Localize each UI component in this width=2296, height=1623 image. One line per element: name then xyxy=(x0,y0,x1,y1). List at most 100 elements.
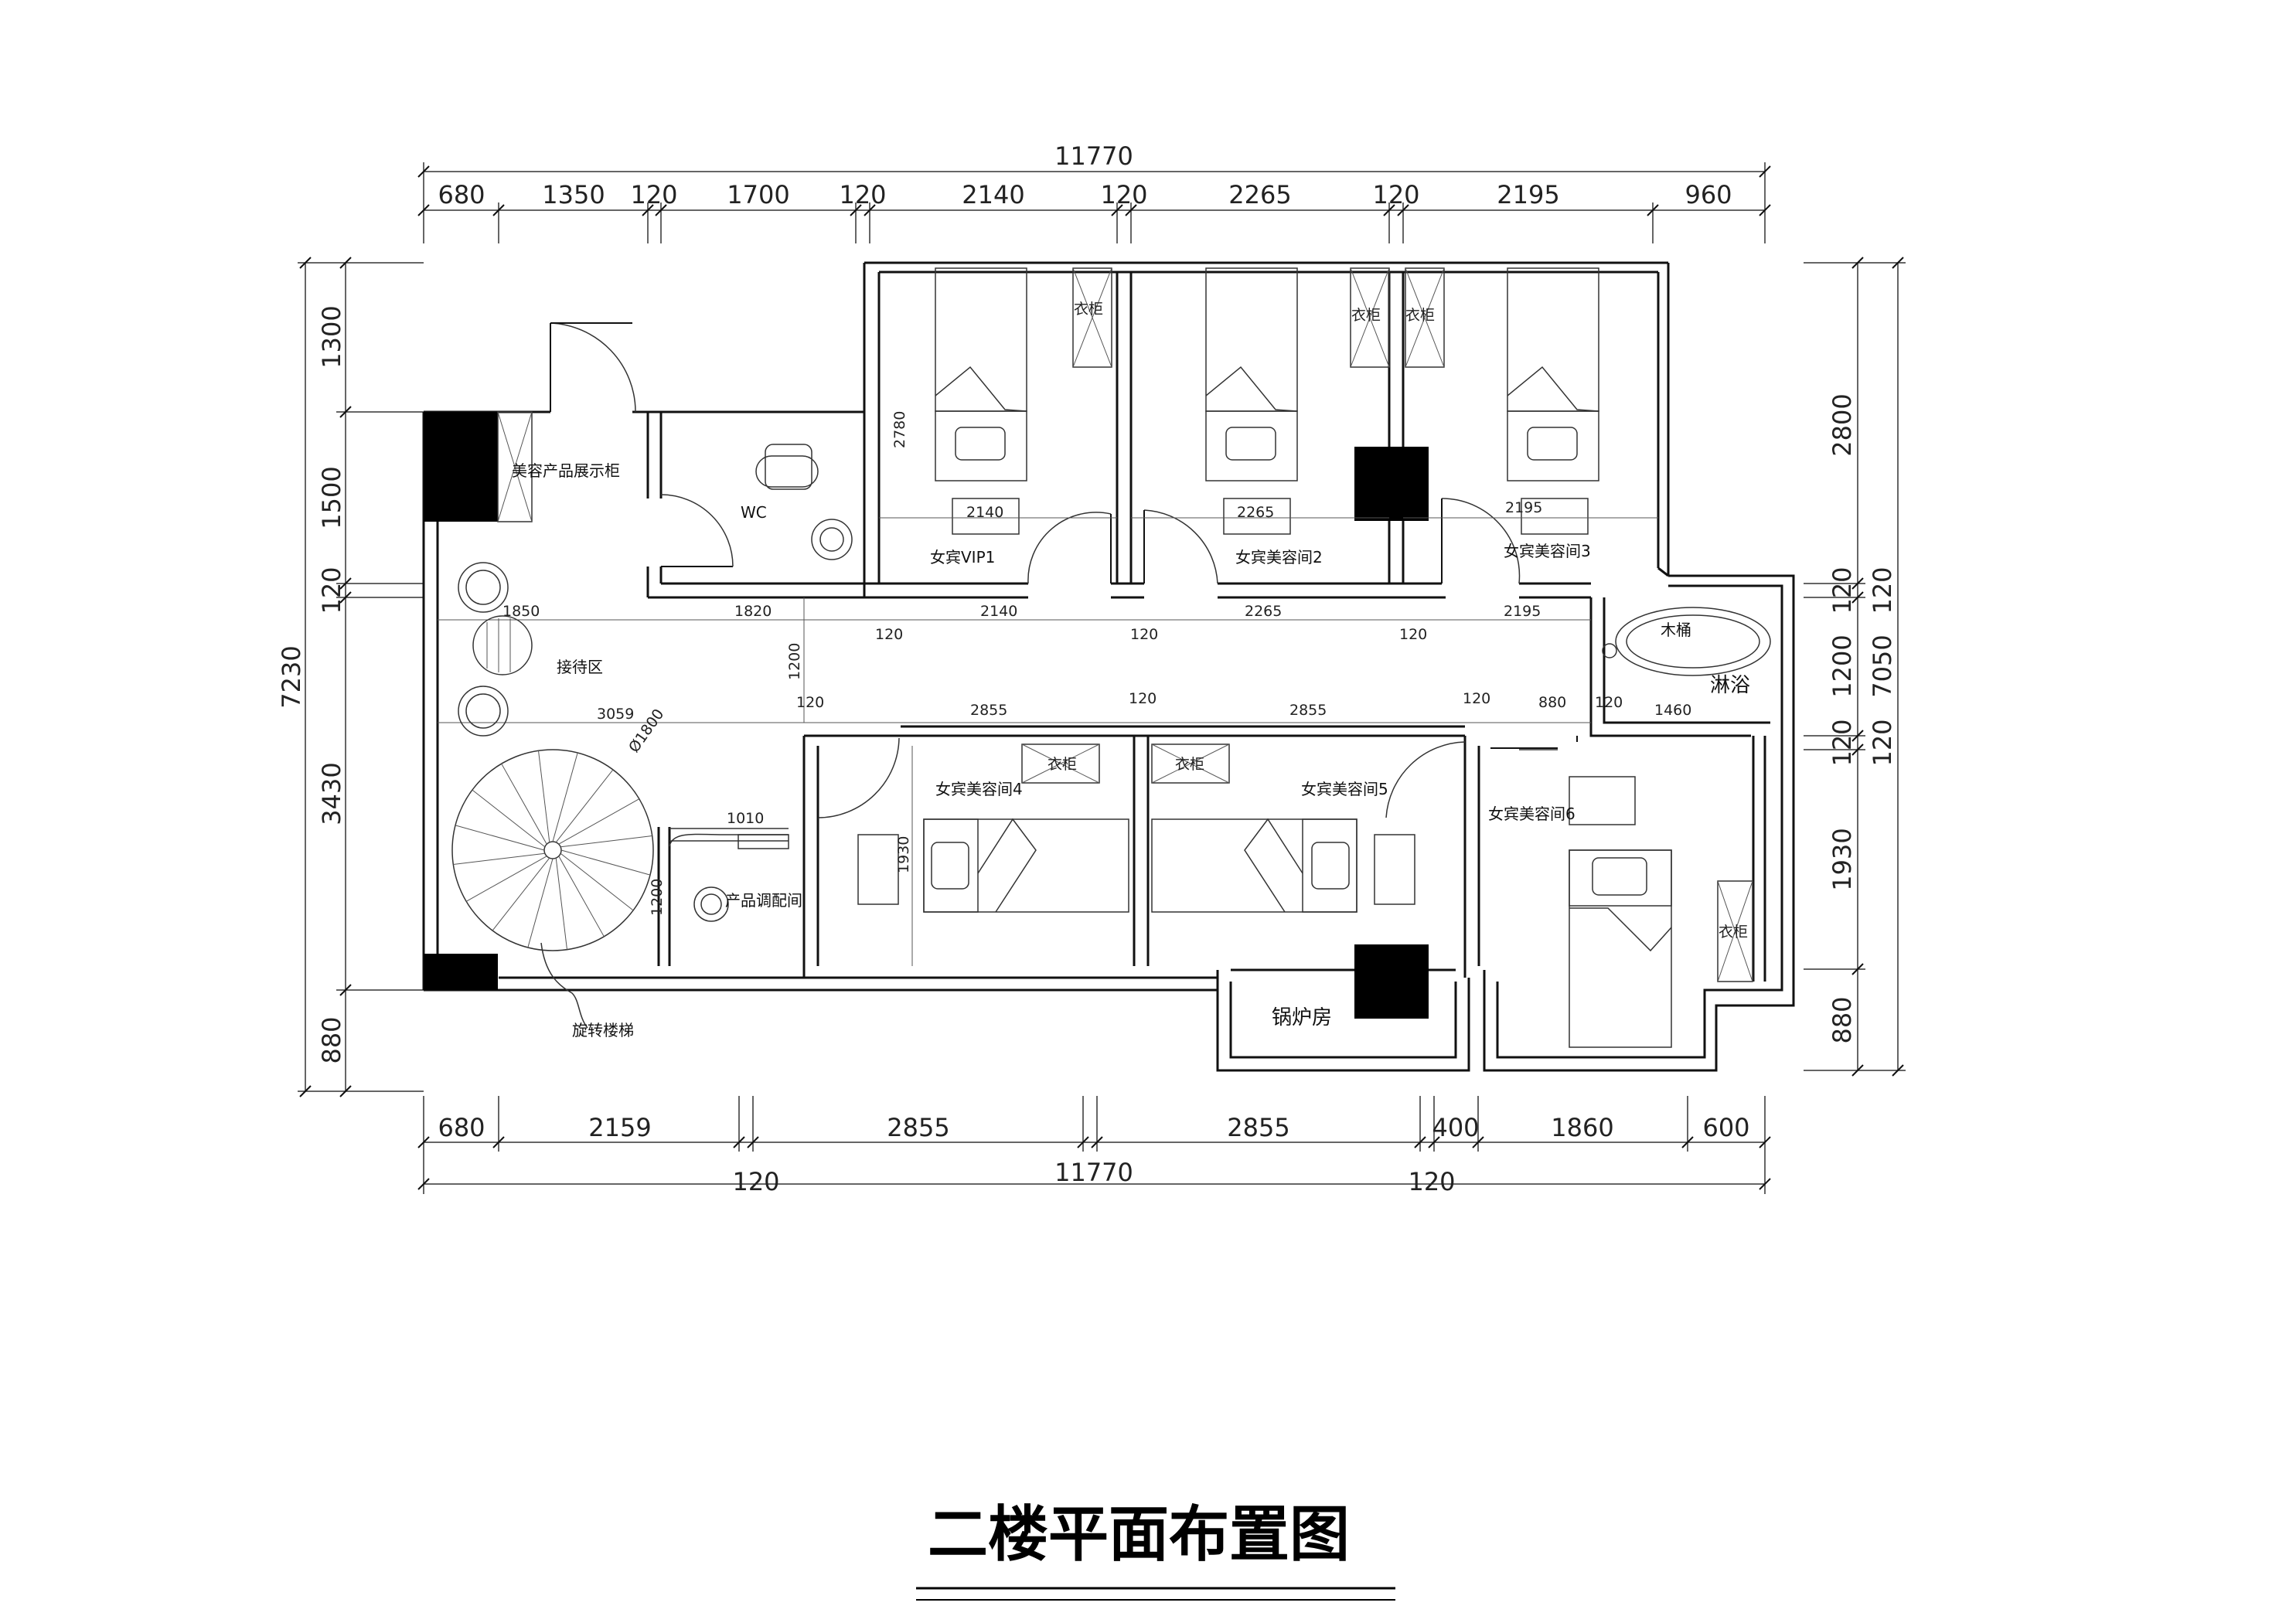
bottom-dim-5: 400 xyxy=(1432,1113,1479,1142)
label-reception: 接待区 xyxy=(557,658,603,676)
dim-r4-1930: 1930 xyxy=(895,836,912,873)
left-dimensions: 7230 1300 1500 120 3430 880 xyxy=(277,257,424,1097)
bottom-dimensions: 680 2159 2855 2855 400 1860 600 11770 12… xyxy=(417,1096,1771,1196)
stair-tread xyxy=(472,789,546,848)
right-dim-3: 1200 xyxy=(1828,635,1857,697)
label-room2: 女宾美容间2 xyxy=(1235,548,1323,567)
stair-tread xyxy=(453,852,545,865)
stair-tread xyxy=(560,852,634,911)
dim-w120-a: 120 xyxy=(875,626,903,643)
label-wardrobe-2: 衣柜 xyxy=(1351,307,1381,324)
stair-tread xyxy=(558,798,640,845)
dim-corr-2265: 2265 xyxy=(1245,603,1282,620)
walls xyxy=(422,261,1795,1072)
dim-bath-1460: 1460 xyxy=(1654,702,1691,719)
bottom-dim-3: 2855 xyxy=(887,1113,949,1142)
label-boiler-room: 锅炉房 xyxy=(1272,1006,1332,1029)
bottom-dim-1: 680 xyxy=(438,1113,485,1142)
bath-area: 木桶 淋浴 1460 880 120 xyxy=(1538,607,1771,719)
dim-mix-1200: 1200 xyxy=(649,879,666,916)
left-dim-1: 1300 xyxy=(317,305,346,368)
label-mixing-room: 产品调配间 xyxy=(725,891,802,910)
label-room6: 女宾美容间6 xyxy=(1488,805,1576,823)
room-2: 衣柜 2265 女宾美容间2 xyxy=(1131,267,1390,567)
bottom-wall-right: 120 xyxy=(1408,1167,1455,1196)
label-spiral-stair: 旋转楼梯 xyxy=(572,1021,634,1039)
column-display xyxy=(424,412,498,522)
stair-tread xyxy=(492,857,550,931)
top-dim-11: 960 xyxy=(1685,180,1732,209)
dim-corr-2140: 2140 xyxy=(980,603,1017,620)
top-dim-8: 2265 xyxy=(1228,180,1291,209)
right-dim-7: 120 xyxy=(1868,567,1897,614)
room-vip1: 衣柜 2140 女宾VIP1 2780 xyxy=(879,267,1117,567)
bottom-wall-left: 120 xyxy=(732,1167,779,1196)
dim-r3-bed: 2195 xyxy=(1505,499,1542,516)
bottom-dim-2: 2159 xyxy=(588,1113,651,1142)
right-dim-4: 120 xyxy=(1828,719,1857,766)
column-middle xyxy=(1354,447,1429,521)
column-boiler xyxy=(1354,944,1429,1019)
label-wardrobe-6: 衣柜 xyxy=(1719,924,1748,941)
right-dim-8: 120 xyxy=(1868,719,1897,766)
room-5: 衣柜 女宾美容间5 xyxy=(1151,743,1415,913)
bottom-overall-dim: 11770 xyxy=(1054,1158,1133,1187)
left-dim-3: 120 xyxy=(317,567,346,614)
top-dim-7: 120 xyxy=(1100,180,1147,209)
dim-r2-bed: 2265 xyxy=(1237,504,1274,521)
top-dimensions: 11770 680 1350 120 1700 120 2140 120 226… xyxy=(417,141,1771,243)
label-wardrobe-1: 衣柜 xyxy=(1074,301,1103,318)
left-dim-4: 3430 xyxy=(317,762,346,825)
right-dim-5: 1930 xyxy=(1828,828,1857,890)
left-overall-dim: 7230 xyxy=(277,645,306,708)
dim-w120-e: 120 xyxy=(1129,690,1157,707)
bottom-dim-6: 1860 xyxy=(1551,1113,1613,1142)
top-dim-10: 2195 xyxy=(1497,180,1559,209)
right-dim-6: 880 xyxy=(1828,996,1857,1043)
top-dim-6: 2140 xyxy=(962,180,1024,209)
dim-corr-1850: 1850 xyxy=(502,603,540,620)
stair-tread xyxy=(560,835,652,848)
label-display-cabinet: 美容产品展示柜 xyxy=(512,461,620,480)
label-wardrobe-5: 衣柜 xyxy=(1175,756,1204,773)
label-room3: 女宾美容间3 xyxy=(1504,542,1591,560)
label-vip1: 女宾VIP1 xyxy=(930,548,995,567)
wc-fixtures: WC xyxy=(741,444,853,560)
top-overall-dim: 11770 xyxy=(1054,141,1133,171)
stair-tread xyxy=(527,858,554,948)
dim-r1-height: 2780 xyxy=(891,411,908,448)
dim-w120-b: 120 xyxy=(1130,626,1158,643)
stair-tread xyxy=(501,763,547,845)
label-room5: 女宾美容间5 xyxy=(1301,780,1388,798)
room-4: 衣柜 女宾美容间4 1930 xyxy=(857,743,1129,966)
dim-w120-c: 120 xyxy=(1399,626,1427,643)
top-dim-5: 120 xyxy=(839,180,886,209)
doors xyxy=(550,322,1578,971)
dim-r6-880: 880 xyxy=(1538,694,1566,711)
dim-r1-bed: 2140 xyxy=(966,504,1003,521)
dim-mix-1010: 1010 xyxy=(727,810,764,827)
stair-tread xyxy=(555,769,614,843)
dim-r4-2855: 2855 xyxy=(970,702,1007,719)
columns xyxy=(424,412,1429,1019)
top-dim-9: 120 xyxy=(1372,180,1419,209)
right-dim-1: 2800 xyxy=(1828,393,1857,456)
top-dim-3: 120 xyxy=(630,180,677,209)
dim-w120-g: 120 xyxy=(1595,694,1623,711)
stair-tread xyxy=(555,858,567,950)
stair-tread xyxy=(455,825,545,851)
dim-r5-2855: 2855 xyxy=(1289,702,1327,719)
label-wardrobe-4: 衣柜 xyxy=(1048,756,1077,773)
top-dim-4: 1700 xyxy=(727,180,789,209)
bottom-corridor-dims: 120 2855 120 2855 120 xyxy=(796,690,1490,719)
label-wardrobe-3: 衣柜 xyxy=(1405,307,1435,324)
stair-tread xyxy=(465,856,547,902)
left-dim-2: 1500 xyxy=(317,466,346,529)
dim-w120-f: 120 xyxy=(1463,690,1490,707)
stair-tread xyxy=(552,752,578,842)
bottom-dim-4: 2855 xyxy=(1227,1113,1289,1142)
display-cabinet: 美容产品展示柜 xyxy=(497,411,620,522)
right-dim-2: 120 xyxy=(1828,567,1857,614)
label-room4: 女宾美容间4 xyxy=(935,780,1023,798)
left-dim-5: 880 xyxy=(317,1016,346,1063)
